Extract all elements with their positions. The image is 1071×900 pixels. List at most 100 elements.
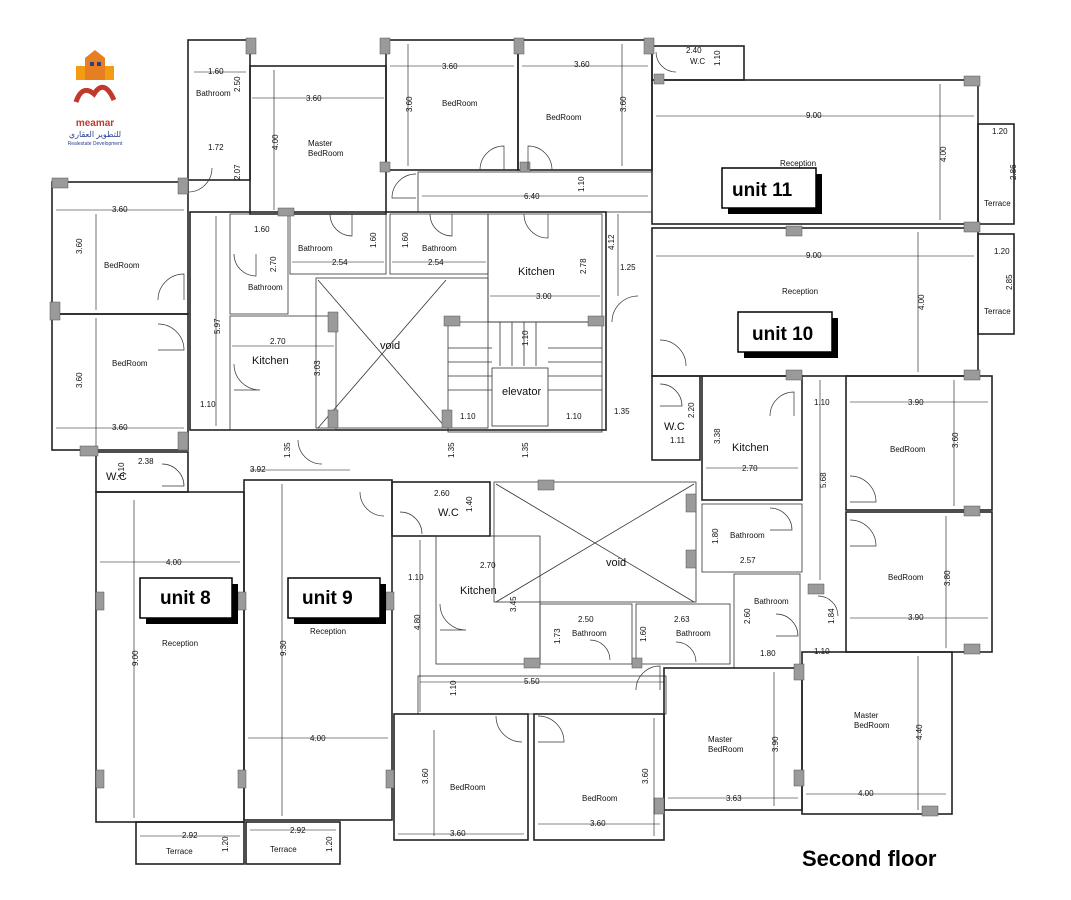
dim-label: 1.20 (992, 127, 1008, 136)
dim-label: 3.60 (75, 372, 84, 388)
dim-label: 2.70 (480, 561, 496, 570)
dim-label: 3.60 (574, 60, 590, 69)
dim-label: 3.63 (726, 794, 742, 803)
room-reception-9: Reception (310, 627, 346, 636)
room-void-bottom: void (606, 557, 626, 569)
logo-arabic: للتطوير العقاري (68, 130, 122, 139)
room-bedroom-left1: BedRoom (104, 261, 140, 270)
dim-label: 3.80 (943, 570, 952, 586)
room-bedroom-top2: BedRoom (546, 113, 582, 122)
dim-label: 2.54 (428, 258, 444, 267)
dim-label: 2.60 (434, 489, 450, 498)
room-terrace-9: Terrace (270, 845, 297, 854)
logo-tagline: Realestate Development (67, 141, 123, 147)
dim-label: 3.60 (641, 768, 650, 784)
dim-label: 1.60 (369, 232, 378, 248)
dim-label: 2.50 (233, 76, 242, 92)
room-bathroom-c: Bathroom (422, 244, 457, 253)
dim-label: 9.00 (806, 111, 822, 120)
dim-label: 3.60 (951, 432, 960, 448)
dim-label: 1.73 (553, 628, 562, 644)
dim-label: 3.60 (450, 829, 466, 838)
dim-label: 1.25 (620, 263, 636, 272)
dim-label: 1.10 (408, 573, 424, 582)
dim-label: 2.50 (578, 615, 594, 624)
dim-label: 1.20 (994, 247, 1010, 256)
dim-label: 5.97 (213, 318, 222, 334)
room-wc-right: W.C (664, 421, 685, 433)
dim-label: 1.84 (827, 608, 836, 624)
room-bathroom-tl: Bathroom (196, 89, 231, 98)
dim-label: 2.38 (138, 457, 154, 466)
dim-label: 5.50 (524, 677, 540, 686)
room-elevator: elevator (502, 386, 541, 398)
dim-label: 2.92 (182, 831, 198, 840)
dim-label: 1.40 (465, 496, 474, 512)
room-bedroom-right2: BedRoom (888, 573, 924, 582)
room-wc-top: W.C (690, 57, 705, 66)
building-logo-icon (73, 50, 117, 103)
room-kitchen-top: Kitchen (518, 266, 555, 278)
room-reception-8: Reception (162, 639, 198, 648)
dim-label: 1.35 (521, 442, 530, 458)
unit-labels: unit 11 unit 10 unit 8 unit 9 (139, 167, 838, 624)
dim-label: 1.10 (713, 50, 722, 66)
dim-label: 1.10 (566, 412, 582, 421)
dim-label: 2.63 (674, 615, 690, 624)
dim-label: 3.92 (250, 465, 266, 474)
dim-label: 4.00 (917, 294, 926, 310)
dim-label: 1.10 (460, 412, 476, 421)
columns (49, 37, 981, 817)
room-kitchen-center: Kitchen (460, 585, 497, 597)
dim-label: 2.54 (332, 258, 348, 267)
dim-label: 9.00 (131, 650, 140, 666)
dim-label: 2.40 (686, 46, 702, 55)
dim-label: 3.60 (306, 94, 322, 103)
dim-label: 4.80 (413, 614, 422, 630)
dim-label: 1.10 (814, 398, 830, 407)
walls (51, 39, 1015, 865)
dim-label: 2.70 (269, 256, 278, 272)
unit-11-label: unit 11 (732, 180, 793, 201)
dim-label: 2.92 (290, 826, 306, 835)
room-bathroom-a: Bathroom (248, 283, 283, 292)
dim-label: 1.35 (447, 442, 456, 458)
dim-label: 1.80 (760, 649, 776, 658)
dim-label: 1.10 (814, 647, 830, 656)
dim-label: 9.30 (279, 640, 288, 656)
unit-10-label: unit 10 (752, 324, 813, 345)
company-logo: meamar للتطوير العقاري Realestate Develo… (40, 40, 188, 180)
dim-label: 3.00 (536, 292, 552, 301)
dim-label: 4.12 (607, 234, 616, 250)
dim-label: 1.35 (614, 407, 630, 416)
dimension-lines (56, 44, 988, 837)
room-terrace-10: Terrace (984, 307, 1011, 316)
dim-label: 1.60 (208, 67, 224, 76)
room-bedroom-right1: BedRoom (890, 445, 926, 454)
dim-label: 5.68 (819, 472, 828, 488)
room-bathroom-right: Bathroom (730, 531, 765, 540)
room-bathroom-d: Bathroom (572, 629, 607, 638)
room-void-top: void (380, 340, 400, 352)
unit-9-label: unit 9 (302, 588, 353, 609)
room-bedroom-bottom1: BedRoom (450, 783, 486, 792)
dim-label: 1.10 (117, 462, 126, 478)
dim-label: 1.10 (577, 176, 586, 192)
dim-label: 3.60 (75, 238, 84, 254)
dim-label: 3.60 (619, 96, 628, 112)
dim-label: 1.10 (521, 330, 530, 346)
dim-label: 1.10 (200, 400, 216, 409)
dim-label: 1.72 (208, 143, 224, 152)
dim-label: 1.20 (325, 836, 334, 852)
unit-8-label: unit 8 (160, 588, 211, 609)
room-kitchen-right: Kitchen (732, 442, 769, 454)
dim-label: 3.03 (313, 360, 322, 376)
dim-label: 4.00 (310, 734, 326, 743)
dim-label: 2.57 (740, 556, 756, 565)
logo-name: meamar (75, 118, 115, 129)
dim-label: 2.70 (742, 464, 758, 473)
dim-label: 3.60 (590, 819, 606, 828)
